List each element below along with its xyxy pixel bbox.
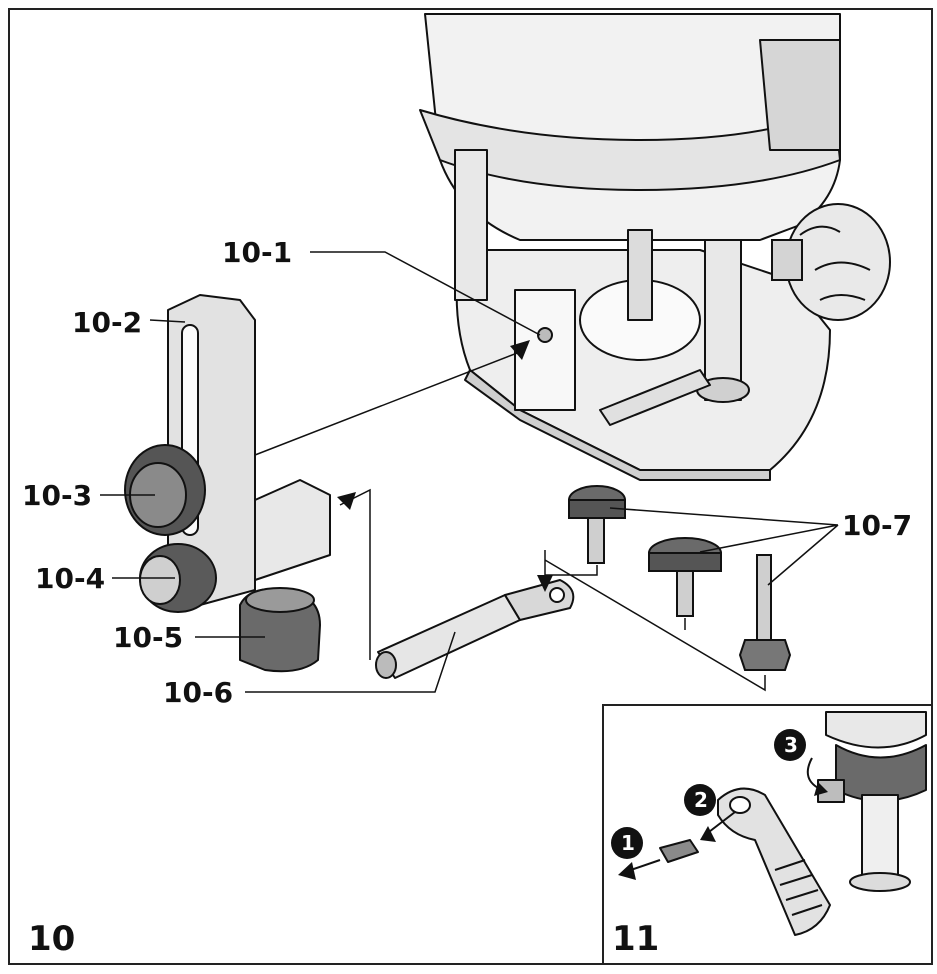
inset-lever [717, 787, 831, 936]
leader-10-7 [609, 507, 839, 586]
inset-screw [659, 839, 699, 863]
inset-arrowhead-2 [700, 826, 716, 842]
callout-10-5: 10-5 [113, 621, 183, 654]
inset-rod [861, 794, 899, 881]
step-number-1: 1 [621, 831, 635, 855]
guide-wing-knob-top [245, 587, 315, 613]
router-housing-band [419, 109, 841, 191]
inset-lever-grip [774, 859, 823, 916]
router-column-left [454, 149, 488, 301]
inset-arrowhead-3 [814, 782, 828, 796]
inset-arrowhead-1 [618, 862, 636, 880]
router-guide-rod-hole [599, 369, 711, 426]
guide-rod-tab-hole [549, 587, 565, 603]
step-badge-2 [684, 784, 716, 816]
inset-collar [835, 744, 927, 802]
inset-lever-hole [729, 796, 751, 814]
parallel-guide [124, 294, 331, 673]
step-badges [611, 729, 806, 859]
router-body [419, 13, 841, 481]
guide-rod-tube [377, 594, 521, 679]
figure-number-inset: 11 [612, 919, 659, 959]
router-spindle [627, 229, 653, 321]
inset-column-top [825, 711, 927, 749]
guide-rod [375, 579, 575, 679]
figure-number-main: 10 [28, 919, 75, 959]
line-fence-to-router [254, 349, 526, 456]
fastener-set [568, 485, 792, 671]
leader-lines [100, 251, 839, 693]
leader-10-6 [245, 631, 456, 693]
arrow-into-bracket [337, 492, 356, 510]
leader-10-2 [149, 319, 186, 323]
router-knob-grip [799, 225, 871, 301]
threaded-pin [756, 554, 772, 646]
inset-rod-foot [849, 872, 911, 892]
pin-nut [738, 639, 792, 671]
inset-arrow-heads [618, 782, 828, 880]
guide-bracket [254, 479, 331, 581]
arrow-into-router [510, 340, 530, 360]
callout-10-3: 10-3 [22, 479, 92, 512]
router-knob [771, 203, 891, 321]
callout-10-7: 10-7 [842, 509, 912, 542]
arrow-heads [337, 340, 553, 592]
step-number-2: 2 [694, 788, 708, 812]
router-set-screw [537, 327, 553, 343]
outer-frame [8, 8, 933, 965]
inset-illustration [659, 711, 927, 936]
router-side-panel [759, 39, 841, 151]
screw-shank-2 [676, 570, 694, 617]
router-column-right [704, 239, 742, 401]
step-number-3: 3 [784, 733, 798, 757]
line-screws-bracket [544, 550, 766, 692]
callout-10-2: 10-2 [72, 306, 142, 339]
callout-10-1: 10-1 [222, 236, 292, 269]
step-badge-3 [774, 729, 806, 761]
screw-shank-1 [587, 517, 605, 564]
callout-10-6: 10-6 [163, 676, 233, 709]
screw-head-2-side [648, 552, 722, 572]
step-badge-1 [611, 827, 643, 859]
arrow-into-tab [537, 575, 553, 592]
guide-rod-end [375, 651, 397, 679]
router-knob-stem [771, 239, 803, 281]
guide-knob-fine-face [139, 555, 181, 605]
router-base-edge [464, 369, 771, 481]
leader-10-1 [310, 251, 541, 336]
callout-10-4: 10-4 [35, 562, 105, 595]
line-rod-to-bracket [339, 488, 371, 660]
